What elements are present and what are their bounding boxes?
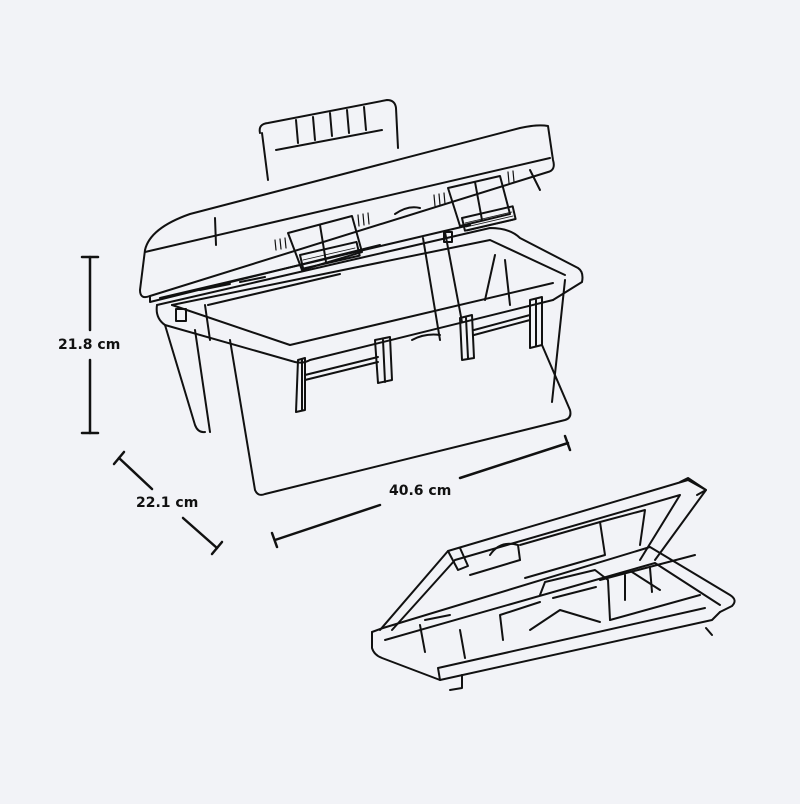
lid bbox=[140, 125, 554, 302]
tray-compartments bbox=[420, 555, 700, 658]
depth-dimension-label: 22.1 cm bbox=[134, 495, 201, 511]
height-dimension-line bbox=[82, 257, 98, 433]
interior-details bbox=[205, 232, 510, 340]
removable-tray bbox=[372, 478, 735, 690]
lid-latch-left bbox=[288, 216, 362, 270]
carry-handle bbox=[260, 100, 398, 180]
base-rim bbox=[157, 228, 583, 363]
depth-dimension-line bbox=[114, 452, 222, 554]
tray-base bbox=[372, 547, 735, 690]
toolbox bbox=[140, 100, 583, 495]
base-latch-right bbox=[412, 297, 542, 360]
base-latch-left bbox=[296, 337, 392, 412]
height-dimension-label: 21.8 cm bbox=[56, 337, 123, 353]
base-body bbox=[165, 280, 570, 495]
length-dimension-label: 40.6 cm bbox=[387, 483, 454, 499]
length-dimension-line bbox=[272, 436, 570, 547]
hinges bbox=[275, 171, 514, 250]
tray-lid bbox=[380, 478, 706, 630]
lid-latch-right bbox=[448, 176, 516, 231]
